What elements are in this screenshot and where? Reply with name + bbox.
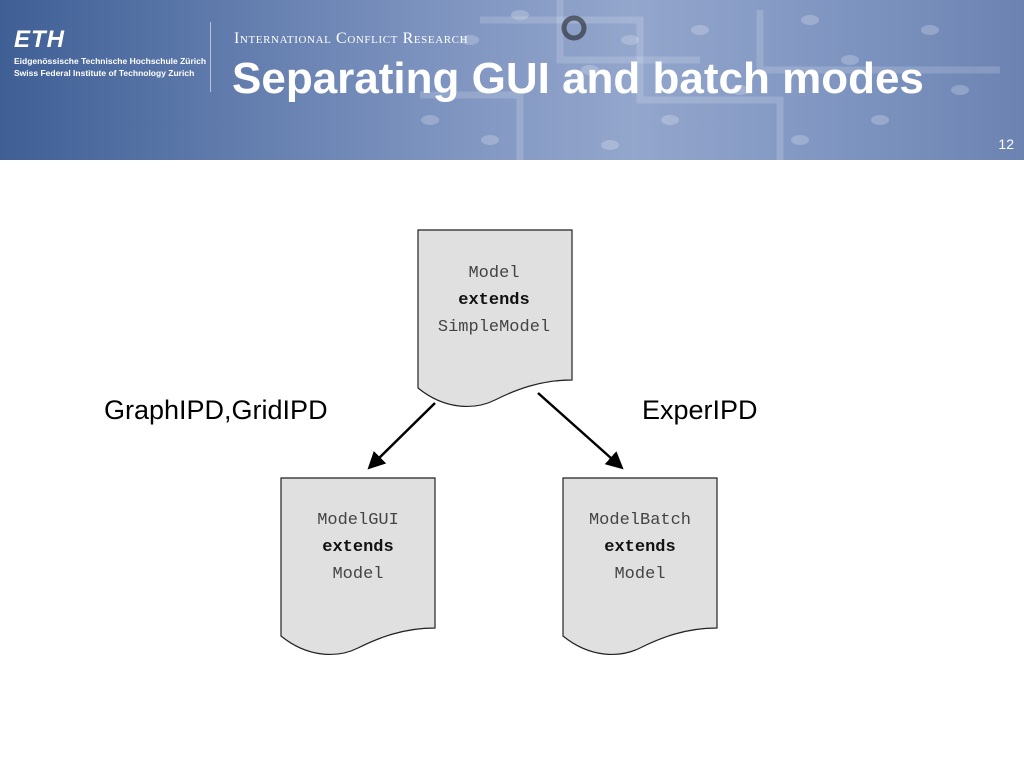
- node-model-keyword: extends: [458, 291, 529, 310]
- institute-name: International Conflict Research: [234, 30, 469, 47]
- arrow-to-model-gui: [367, 402, 436, 470]
- document-shape: [417, 229, 573, 408]
- class-hierarchy-diagram: Model extends SimpleModel ModelGUI exten…: [280, 229, 718, 656]
- node-model-gui-parent: Model: [332, 565, 383, 584]
- node-model-gui: ModelGUI extends Model: [280, 477, 436, 656]
- eth-logo: ETH: [14, 26, 65, 53]
- edge-label-right: ExperIPD: [642, 395, 758, 425]
- node-model-batch-name: ModelBatch: [589, 511, 691, 530]
- institution-name-german: Eidgenössische Technische Hochschule Zür…: [14, 56, 207, 66]
- slide-title: Separating GUI and batch modes: [232, 54, 924, 103]
- node-model-gui-name: ModelGUI: [317, 511, 399, 530]
- document-shape: [562, 477, 718, 656]
- node-model-parent: SimpleModel: [438, 318, 550, 337]
- page-number: 12: [998, 136, 1014, 152]
- arrow-to-model-batch: [537, 392, 624, 470]
- header-divider: [210, 22, 211, 92]
- node-model-batch-parent: Model: [614, 565, 665, 584]
- document-shape: [280, 477, 436, 656]
- node-model-gui-keyword: extends: [322, 538, 393, 557]
- node-model-batch: ModelBatch extends Model: [562, 477, 718, 656]
- header-background-pattern: [420, 0, 1000, 160]
- slide-header: ETH Eidgenössische Technische Hochschule…: [0, 0, 1024, 160]
- node-model: Model extends SimpleModel: [417, 229, 573, 408]
- node-model-name: Model: [468, 264, 519, 283]
- institution-name-english: Swiss Federal Institute of Technology Zu…: [14, 68, 195, 78]
- edge-label-left: GraphIPD,GridIPD: [104, 395, 328, 425]
- node-model-batch-keyword: extends: [604, 538, 675, 557]
